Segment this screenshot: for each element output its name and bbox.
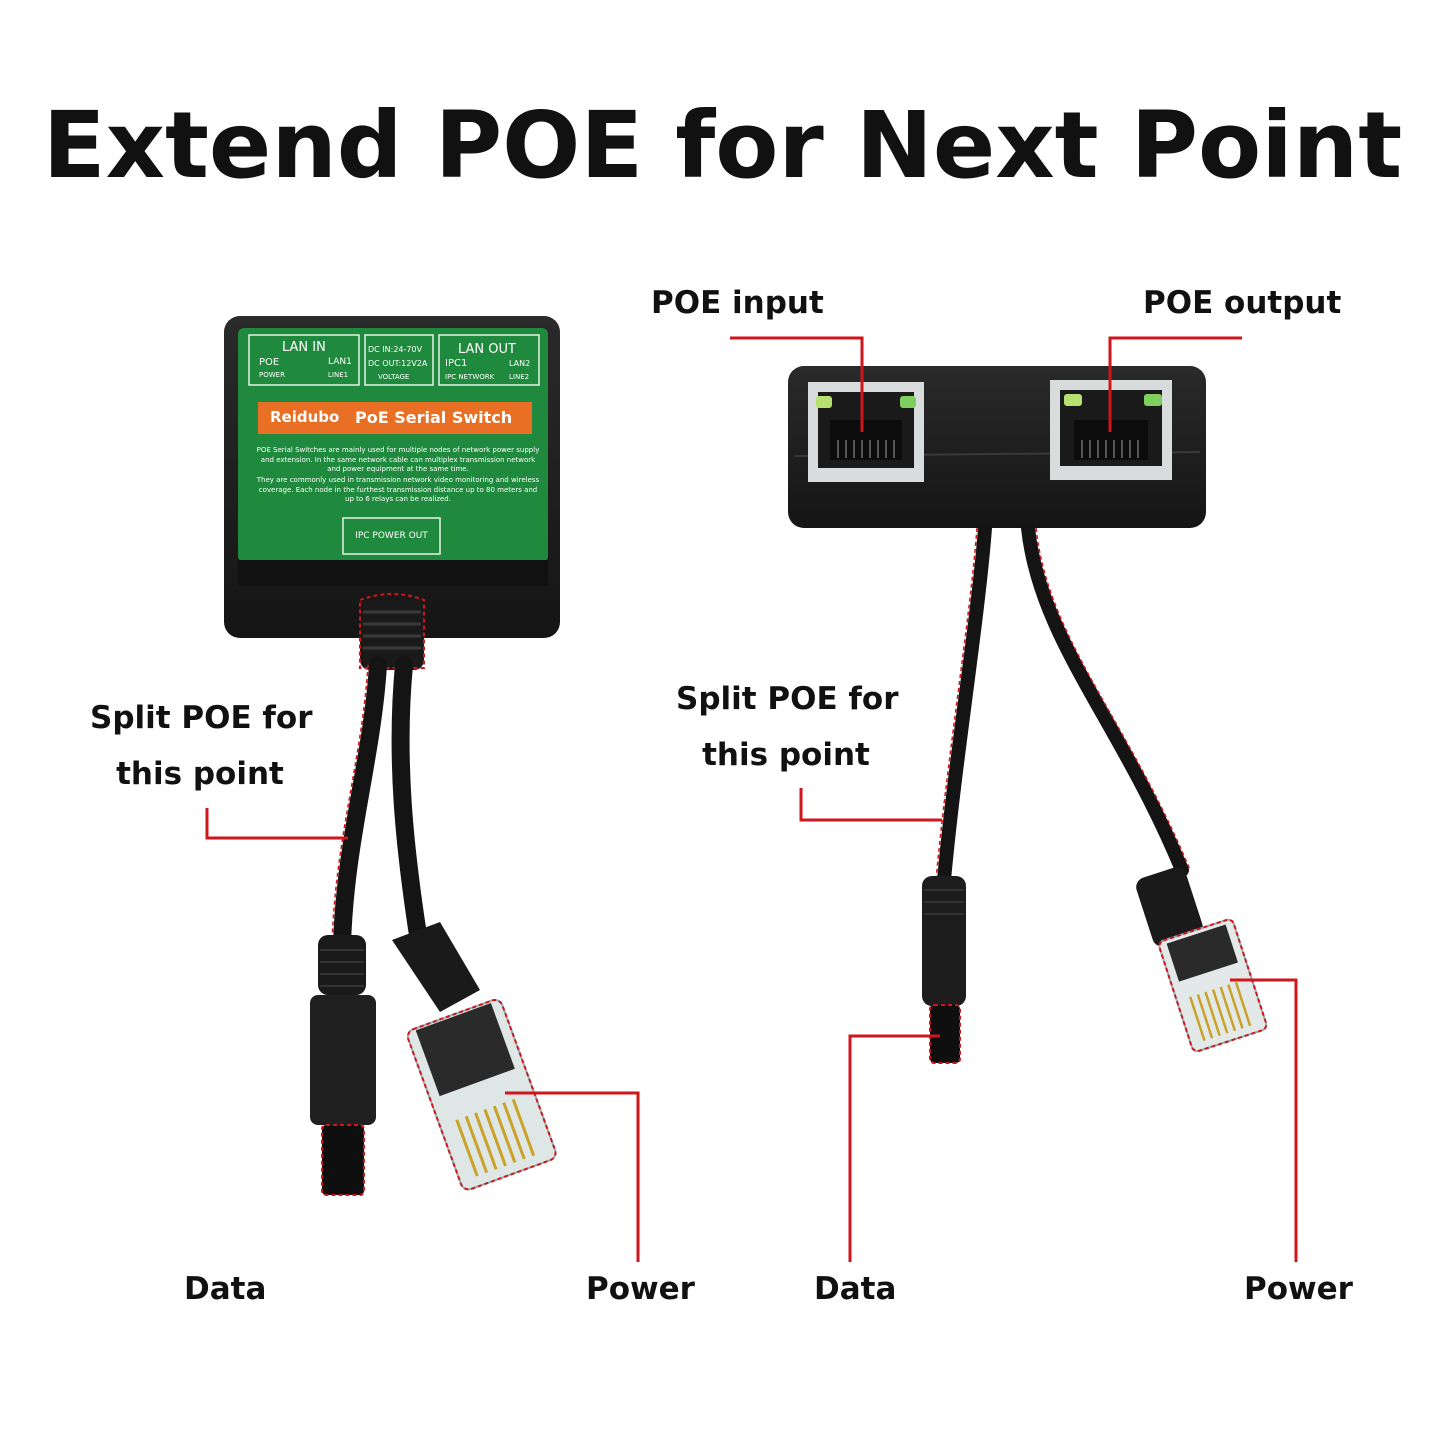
lan-in-line1: LINE1 [328,371,349,379]
poe-output-label: POE output [1143,285,1342,321]
left-power-callout-line [505,1091,640,1262]
right-split-label-line1: Split POE for [676,681,899,717]
sticker-description-1: POE Serial Switches are mainly used for … [256,446,540,473]
left-split-label-line1: Split POE for [90,700,313,736]
brand-name: Reidubo [270,408,340,426]
left-power-label: Power [586,1271,695,1307]
right-device [730,336,1298,1262]
right-split-label: Split POE for this point [676,681,899,773]
brand-banner [258,402,532,434]
poe-input-label: POE input [651,285,824,321]
left-split-label: Split POE for this point [90,700,313,792]
ipc-power-out: IPC POWER OUT [355,531,428,541]
page-title: Extend POE for Next Point [42,92,1403,199]
lan-out-line2: LINE2 [509,373,530,381]
lan-in-power: POWER [259,371,285,379]
voltage-text: VOLTAGE [378,373,410,381]
lan-in-poe: POE [259,357,280,368]
lan-in-lan1: LAN1 [328,357,352,367]
dc-out-text: DC OUT:12V2A [368,359,428,368]
dc-in-text: DC IN:24-70V [368,345,423,354]
poe-output-callout-line [1108,336,1242,432]
right-data-callout-line [848,1034,940,1262]
lan-in-title: LAN IN [282,340,326,355]
left-split-callout-line [205,808,348,840]
left-device [205,316,640,1262]
sticker-description-2: They are commonly used in transmission n… [256,476,540,503]
right-power-callout-line [1230,978,1298,1262]
lan-out-ipc1: IPC1 [445,358,468,369]
left-sticker [238,328,548,562]
left-split-label-line2: this point [116,756,284,792]
right-split-label-line2: this point [702,737,870,773]
lan-out-lan2: LAN2 [509,359,531,368]
left-data-label: Data [184,1271,267,1307]
right-data-label: Data [814,1271,897,1307]
lan-out-title: LAN OUT [458,342,516,357]
lan-out-ipc-network: IPC NETWORK [445,373,495,381]
poe-input-callout-line [730,336,864,432]
right-power-label: Power [1244,1271,1353,1307]
right-split-callout-line [799,788,942,822]
poe-input-port [808,382,924,482]
product-name: PoE Serial Switch [355,408,513,427]
